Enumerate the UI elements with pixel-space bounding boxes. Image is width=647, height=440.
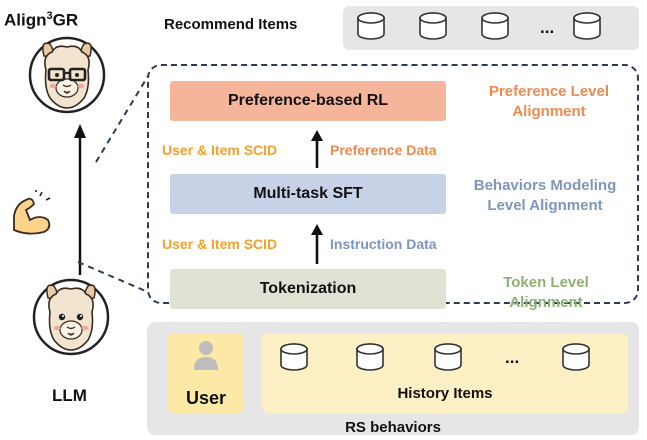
- tokenization-stage: Tokenization: [170, 269, 446, 309]
- recommend-items-ellipsis: ...: [540, 18, 555, 37]
- database-icon: [419, 12, 447, 40]
- database-icon: [562, 343, 590, 371]
- user-icon: [194, 341, 218, 370]
- database-icon: [434, 343, 462, 371]
- arrow-up-icon: [311, 130, 323, 168]
- history-items-label: History Items: [397, 385, 493, 402]
- scid-label-lower: User & Item SCID: [162, 236, 278, 252]
- preference-rl-stage: Preference-based RL: [170, 81, 446, 121]
- arrow-up-icon: [311, 224, 323, 264]
- database-icon: [357, 12, 385, 40]
- user-label: User: [185, 388, 227, 408]
- recommend-items-label: Recommend Items: [164, 16, 298, 33]
- llama-icon: [32, 278, 110, 356]
- preference-data-label: Preference Data: [330, 142, 437, 158]
- database-icon: [573, 12, 601, 40]
- llama-glasses-icon: [28, 36, 106, 114]
- flexed-arm-icon: [13, 190, 51, 235]
- instruction-data-label: Instruction Data: [330, 236, 437, 252]
- model-title: Align3GR: [4, 10, 79, 30]
- database-icon: [356, 343, 384, 371]
- history-items-ellipsis: ...: [505, 348, 520, 367]
- database-icon: [280, 343, 308, 371]
- multi-task-sft-stage: Multi-task SFT: [170, 174, 446, 214]
- rs-behaviors-label: RS behaviors: [345, 419, 441, 436]
- llm-label: LLM: [52, 386, 87, 405]
- scid-label-upper: User & Item SCID: [162, 142, 278, 158]
- database-icon: [481, 12, 509, 40]
- llm-upgrade-arrow: [74, 124, 86, 275]
